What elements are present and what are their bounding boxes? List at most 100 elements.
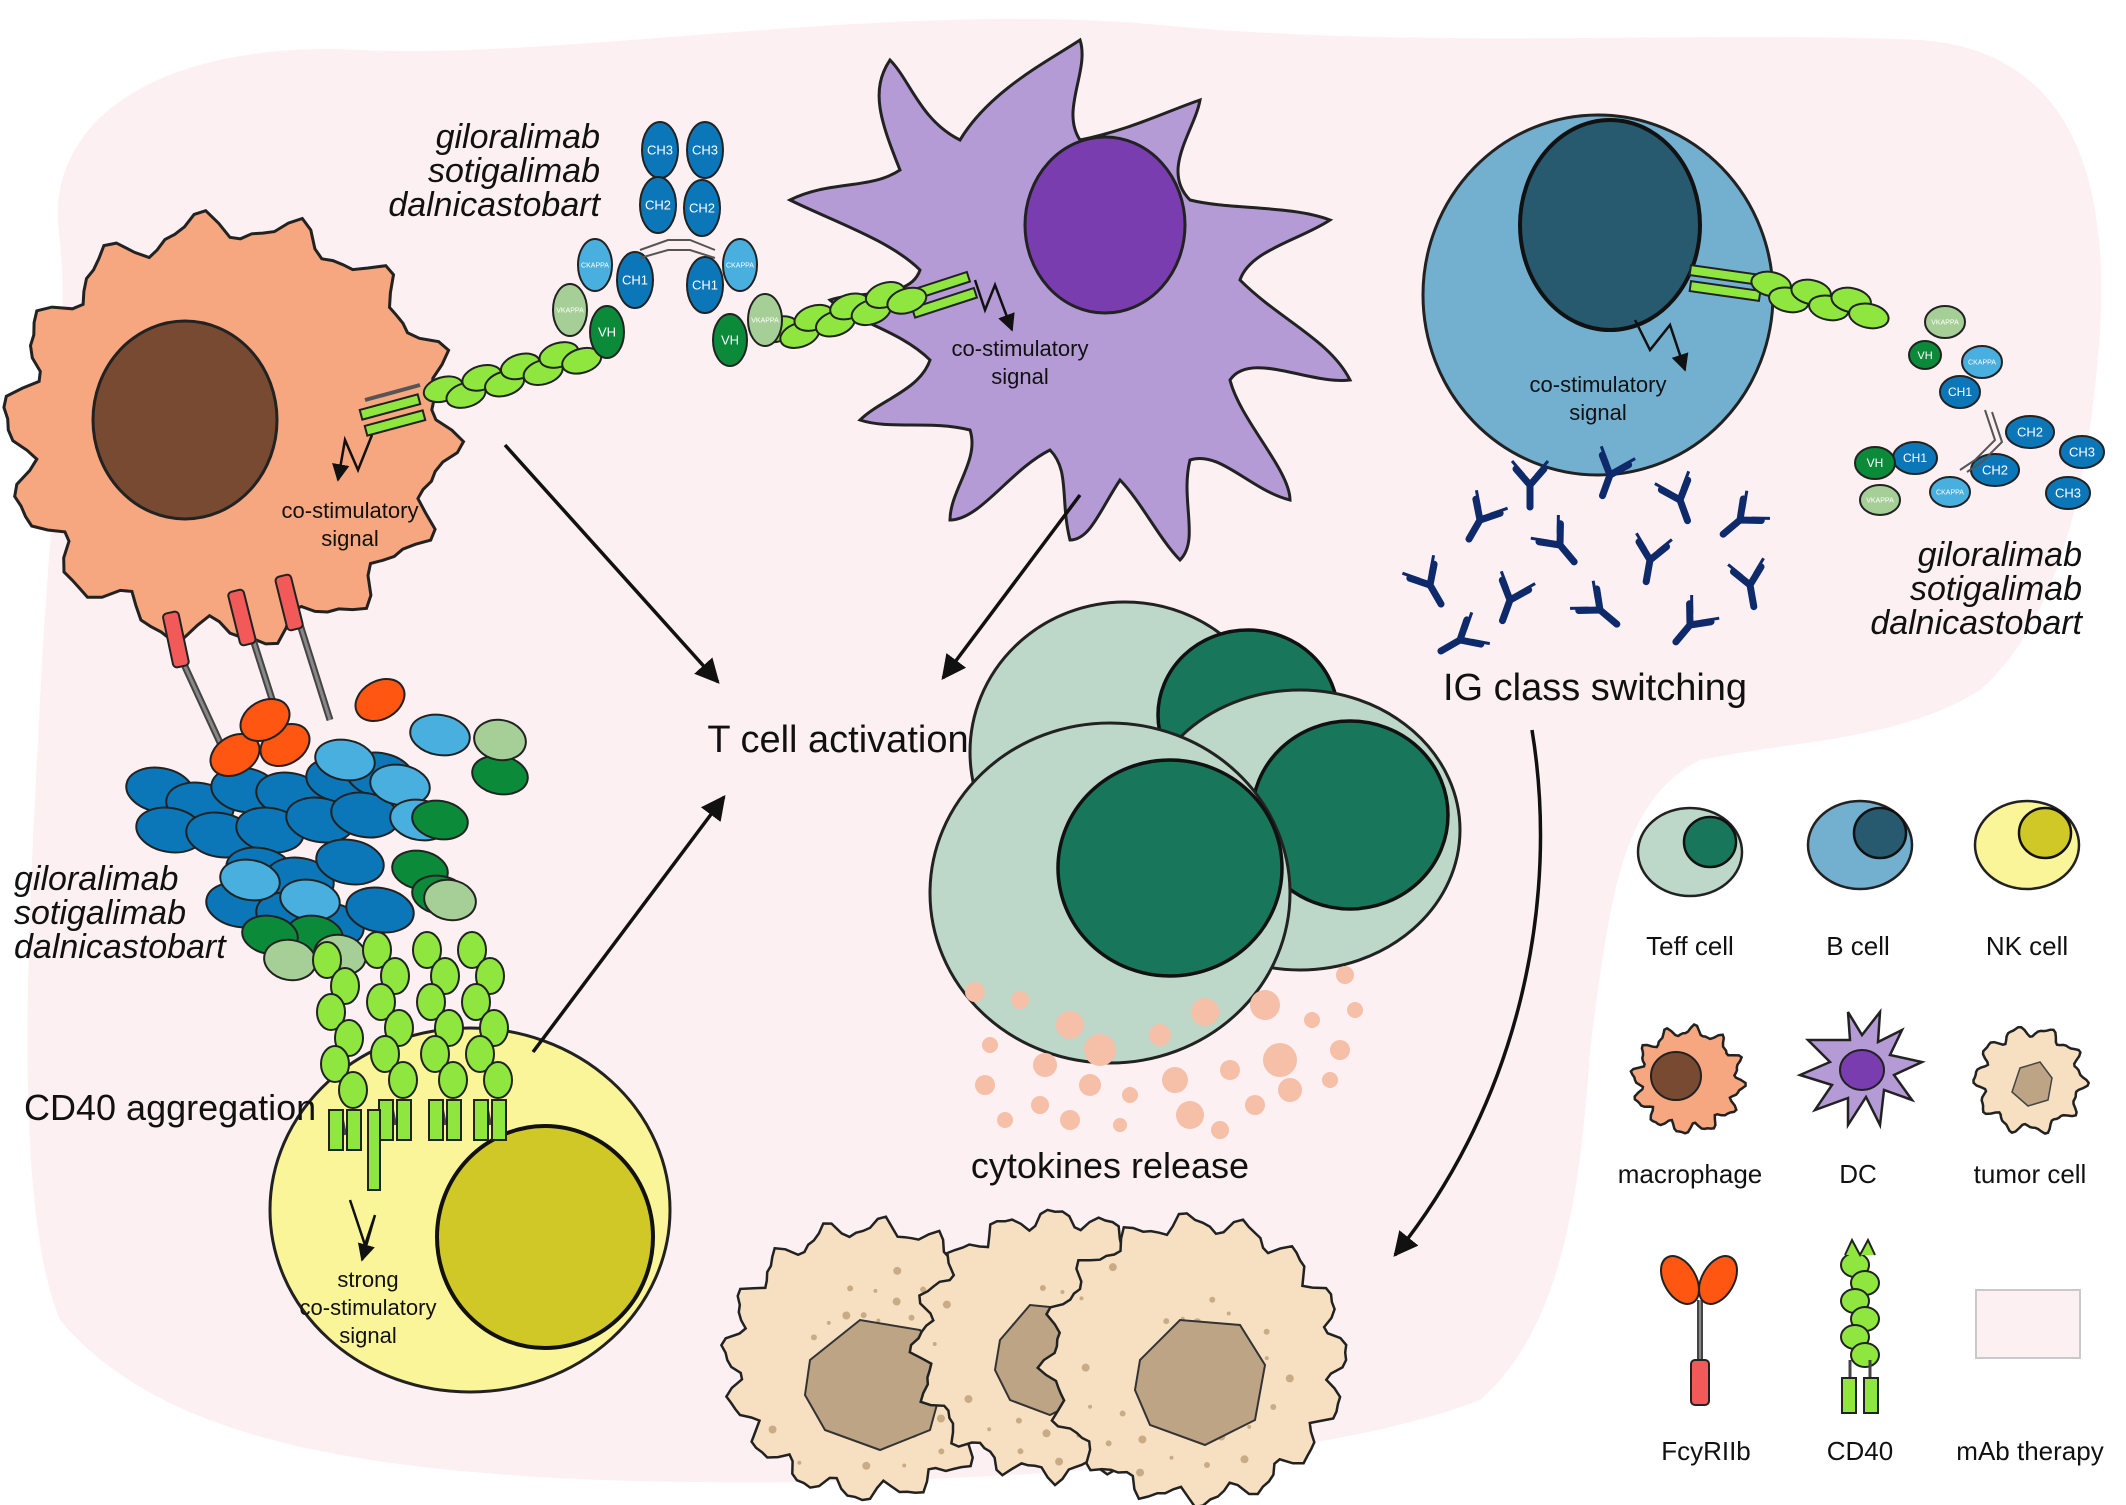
igg-arms [1672, 600, 1715, 646]
igg-light-chain [1474, 489, 1509, 516]
tumor-granule [1136, 1468, 1145, 1477]
tumor-nucleus [1133, 1318, 1267, 1447]
dc-nucleus [1023, 135, 1187, 315]
tumor-granule [826, 1320, 831, 1325]
tumor-granule [1285, 1374, 1294, 1383]
drug-label-top-1: giloralimab [436, 118, 600, 156]
cd40-bead [362, 931, 392, 969]
dc-cd40-receptor [757, 270, 979, 349]
tumor-granule [936, 1414, 945, 1423]
cd40-bead [312, 941, 342, 979]
legend-mab-swatch [1975, 1289, 2081, 1359]
cytokine-droplet [1191, 998, 1219, 1026]
legend-mab-label: mAb therapy [1956, 1436, 2103, 1466]
cytokine-droplet [1211, 1121, 1229, 1139]
cd40-bead [1848, 302, 1890, 330]
cd40-bead [434, 1009, 464, 1047]
antibody-domain-label: CH1 [1903, 451, 1927, 465]
hinge [1966, 411, 2004, 473]
antibody-domain [1924, 305, 1966, 339]
tumor-cell [1035, 1212, 1348, 1505]
antibody-domain-label: CH2 [689, 201, 715, 216]
tumor-granule [860, 1312, 867, 1319]
antibody-domain [1961, 345, 2003, 379]
antibody-domain [722, 238, 758, 292]
antibody-domain [683, 179, 721, 237]
antibody-domain [1939, 375, 1981, 409]
tumor-granule [942, 1300, 951, 1309]
antibody-domain-label: CH3 [647, 143, 673, 158]
cd40-tail [491, 1099, 507, 1141]
cd40-bead [886, 286, 928, 315]
nk-cell [268, 1026, 672, 1394]
legend-nk-icon [1973, 799, 2081, 891]
drug-label-left-1: giloralimab [14, 860, 178, 898]
tumor-granule [1163, 1318, 1170, 1325]
signal-label-nk-2: co-stimulatory [300, 1295, 437, 1320]
cytokine-droplet [1263, 1043, 1297, 1077]
igg-arms [1512, 465, 1548, 511]
igg-arms [1729, 563, 1765, 611]
cytokine-droplet [1031, 1096, 1049, 1114]
signal-label-macrophage-1: co-stimulatory [282, 498, 419, 523]
igg-arms [1498, 576, 1533, 625]
igg-molecule [1672, 595, 1720, 646]
igg-arms [1657, 476, 1692, 525]
antibody-domain [616, 251, 654, 309]
cd40-bead [430, 957, 460, 995]
cytokine-droplet [1033, 1053, 1057, 1077]
antibody-domain-label: CH1 [1948, 385, 1972, 399]
antibody-domain-label: CH1 [692, 278, 718, 293]
tumor-granule [873, 1288, 878, 1293]
cytokine-droplet [1250, 990, 1280, 1020]
macrophage-cell [2, 208, 466, 646]
cytokine-droplet [975, 1075, 995, 1095]
tumor-granule [1264, 1356, 1269, 1361]
antibody-domain [1929, 476, 1971, 508]
legend: Teff cell B cell NK cell macrophage DC t… [1618, 799, 2104, 1466]
antibody-domain [552, 283, 588, 337]
cd40-aggregation-cluster [125, 678, 529, 1191]
cytokine-droplet [982, 1037, 998, 1053]
cd40-tail [367, 1109, 381, 1191]
tumor-granule [810, 1334, 817, 1341]
cytokine-droplet [1278, 1078, 1302, 1102]
antibody-domain-label: VKAPPA [1931, 319, 1959, 326]
legend-cd40-label: CD40 [1827, 1436, 1893, 1466]
tumor-granule [1060, 1290, 1065, 1295]
igg-molecule [1654, 470, 1692, 525]
legend-cd40-icon [1840, 1237, 1880, 1414]
antibody-domain [589, 305, 625, 359]
cytokine-droplets [965, 966, 1363, 1139]
tumor-granule [892, 1297, 901, 1306]
cytokine-droplet [965, 982, 985, 1002]
tumor-granule [797, 1460, 802, 1465]
cytokine-droplet [1336, 966, 1354, 984]
cd40-tail [328, 1109, 344, 1151]
legend-dc-icon [1796, 1008, 1926, 1130]
macrophage-cd40-receptor [358, 341, 603, 437]
igg-light-chain [1530, 515, 1560, 543]
hinge [639, 249, 716, 259]
cd40-bead [338, 1071, 368, 1109]
tumor-granule [938, 1448, 945, 1455]
signal-bolt-nk [348, 1199, 377, 1262]
antibody-domain [686, 256, 724, 314]
igg-arms [1575, 585, 1621, 628]
cd40-bead [479, 1009, 509, 1047]
cytokine-droplet [1122, 1087, 1138, 1103]
cytokine-droplet [997, 1112, 1013, 1128]
igg-molecule [1727, 557, 1765, 611]
drug-label-right-2: sotigalimab [1910, 570, 2082, 608]
legend-teff-icon [1636, 806, 1744, 898]
cd40-tail [378, 1099, 394, 1141]
tumor-granule [964, 1395, 973, 1404]
igg-light-chain [1742, 490, 1770, 520]
cd40-tail [1863, 1377, 1879, 1414]
drug-label-top-3: dalnicastobart [388, 186, 601, 224]
arrow-bcell-to-tumor [1393, 729, 1543, 1257]
antibody-domain-label: VH [1917, 350, 1932, 362]
legend-fcyriib-icon [1660, 1255, 1738, 1406]
igg-molecule [1530, 515, 1578, 566]
ig-class-switching-label: IG class switching [1443, 667, 1747, 709]
